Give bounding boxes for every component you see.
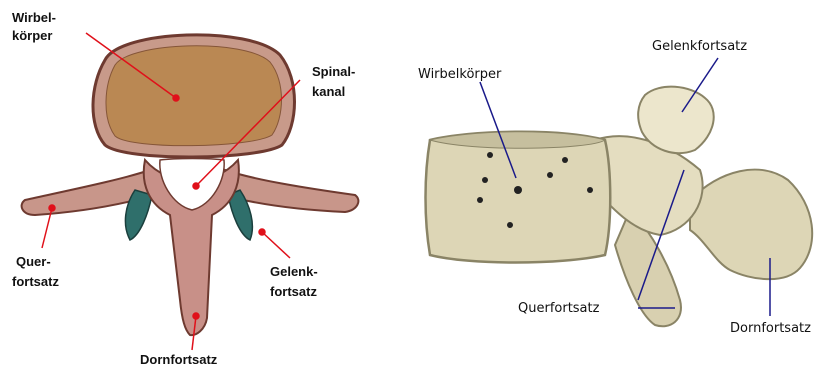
label-wirbel-2: körper	[12, 28, 52, 43]
label-gelenk-2: fortsatz	[270, 284, 317, 299]
label-spinal-2: kanal	[312, 84, 345, 99]
label-dornfortsatz-left: Dornfortsatz	[140, 352, 218, 367]
vertebral-body-side	[426, 132, 611, 263]
label-gelenk-1: Gelenk-	[270, 264, 318, 279]
leader-dot-spinalkanal	[193, 183, 199, 189]
label-wirbel-1: Wirbel-	[12, 10, 56, 25]
foramen-dot	[507, 222, 513, 228]
foramen-dot	[487, 152, 493, 158]
foramen-dot	[477, 197, 483, 203]
label-wirbelkoerper-side: Wirbelkörper	[418, 67, 502, 82]
leader-dot-querfortsatz	[49, 205, 55, 211]
spinous-process-side	[690, 170, 812, 280]
foramen-dot	[482, 177, 488, 183]
vertebra-side-view: Wirbelkörper Gelenkfortsatz Querfortsatz…	[390, 0, 837, 371]
foramen-dot	[587, 187, 593, 193]
label-gelenkfortsatz-side: Gelenkfortsatz	[652, 39, 747, 54]
vertebra-side-view-illustration: Wirbelkörper Gelenkfortsatz Querfortsatz…	[390, 0, 837, 371]
leader-dot-gelenkfortsatz	[259, 229, 265, 235]
vertebral-body-trabecular	[106, 46, 282, 146]
foramen-dot	[514, 186, 522, 194]
foramen-dot	[562, 157, 568, 163]
vertebra-top-view-illustration: Wirbel- körper Spinal- kanal Quer- forts…	[0, 0, 380, 371]
vertebra-top-view: Wirbel- körper Spinal- kanal Quer- forts…	[0, 0, 380, 371]
foramen-dot	[547, 172, 553, 178]
leader-dot-wirbelkoerper	[173, 95, 179, 101]
label-querfortsatz-side: Querfortsatz	[518, 301, 600, 316]
label-quer-1: Quer-	[16, 254, 51, 269]
label-quer-2: fortsatz	[12, 274, 59, 289]
label-spinal-1: Spinal-	[312, 64, 355, 79]
leader-dot-dornfortsatz	[193, 313, 199, 319]
leader-gelenkfortsatz	[262, 232, 290, 258]
label-dornfortsatz-side: Dornfortsatz	[730, 321, 811, 336]
